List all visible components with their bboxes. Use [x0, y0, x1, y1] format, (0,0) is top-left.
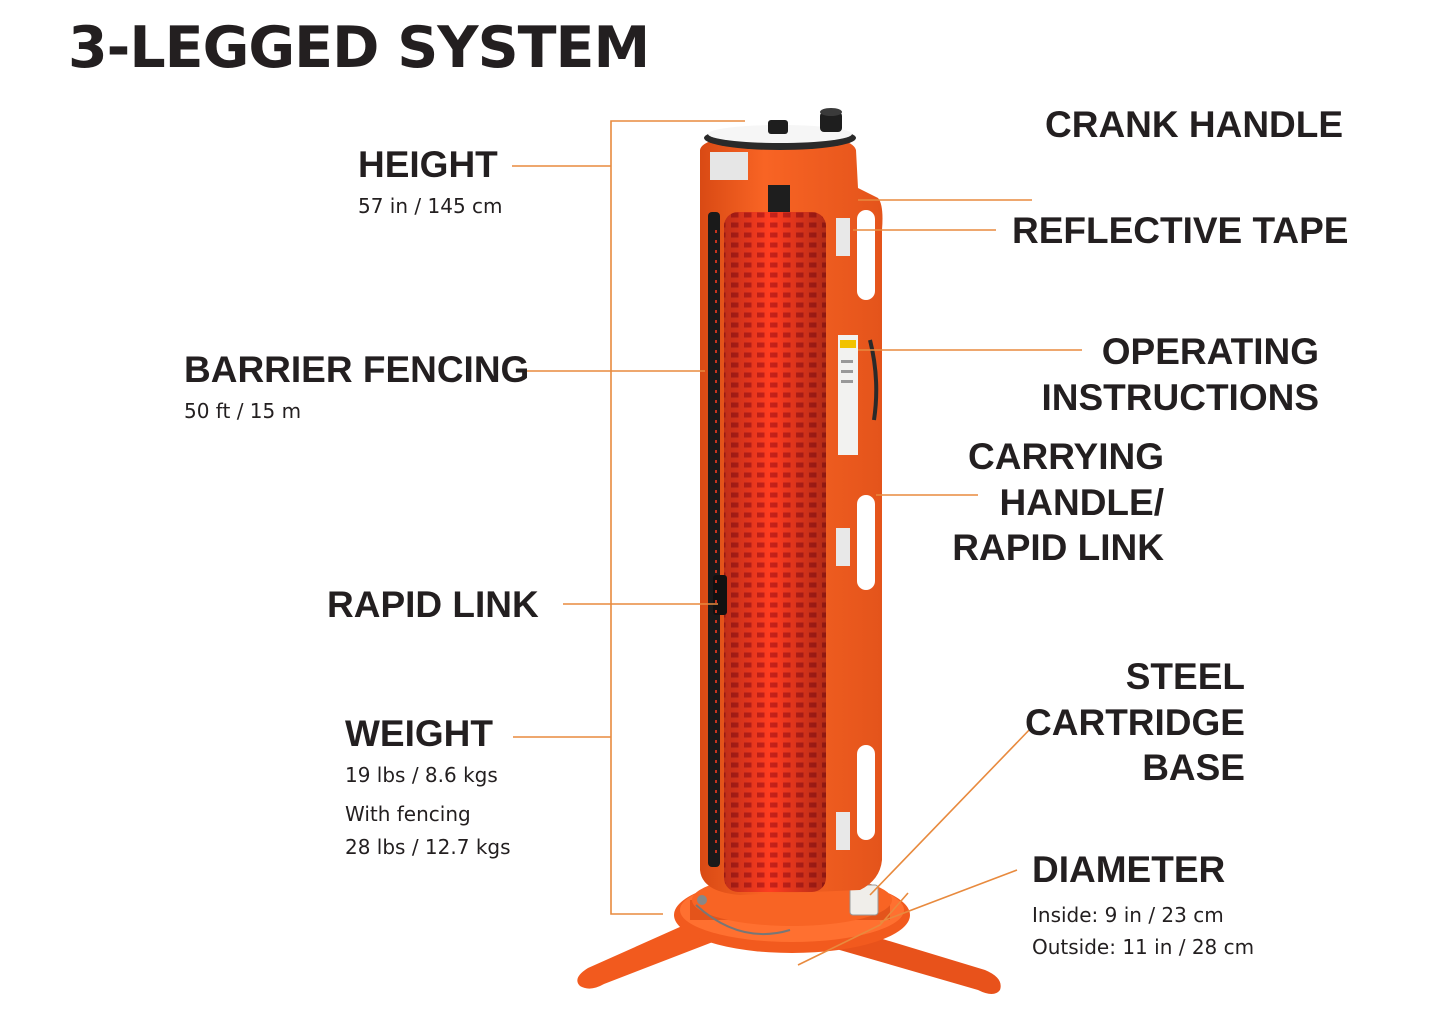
crank-handle-label: CRANK HANDLE	[1045, 104, 1344, 145]
carrying-handle-line3: RAPID LINK	[952, 527, 1164, 568]
handle-slot-mid	[857, 495, 875, 590]
callout-lines	[512, 120, 1082, 966]
steel-base-line3: BASE	[1142, 747, 1245, 788]
operating-instructions-label: OPERATING INSTRUCTIONS	[1042, 329, 1320, 420]
diameter-inside: Inside: 9 in / 23 cm	[1032, 903, 1224, 927]
operating-instructions-line2: INSTRUCTIONS	[1041, 376, 1320, 418]
barricade-product-image	[577, 108, 1001, 994]
rapid-link-rail	[708, 212, 720, 867]
handle-slot-bottom	[857, 745, 875, 840]
barrier-fencing-value: 50 ft / 15 m	[184, 399, 302, 423]
page-title: 3-LEGGED SYSTEM	[68, 15, 650, 81]
carrying-handle-line2: HANDLE/	[999, 481, 1164, 523]
steel-base-line2: CARTRIDGE	[1025, 701, 1245, 743]
carrying-handle-line1: CARRYING	[968, 436, 1164, 477]
steel-base-leader	[869, 726, 1033, 896]
crank-knob	[820, 112, 842, 132]
reflective-tape-3	[836, 812, 850, 850]
instructions-sticker	[838, 335, 858, 455]
weight-value: 19 lbs / 8.6 kgs	[345, 763, 498, 787]
reflective-tape-1	[836, 218, 850, 256]
rapid-link-label: RAPID LINK	[327, 584, 539, 625]
diameter-outside: Outside: 11 in / 28 cm	[1032, 935, 1255, 959]
operating-instructions-line1: OPERATING	[1101, 331, 1319, 372]
carrying-handle-label: CARRYING HANDLE/ RAPID LINK	[952, 434, 1164, 571]
handle-slot-top	[857, 210, 875, 300]
reflective-tape-top-left	[710, 152, 748, 180]
weight-with-fencing-value: 28 lbs / 12.7 kgs	[345, 835, 511, 859]
height-label: HEIGHT	[358, 144, 498, 185]
reflective-tape-label: REFLECTIVE TAPE	[1012, 210, 1349, 251]
diameter-leaders	[797, 869, 1018, 966]
height-value: 57 in / 145 cm	[358, 194, 503, 218]
left-leg	[577, 918, 718, 989]
steel-base-label: STEEL CARTRIDGE BASE	[1025, 654, 1245, 791]
steel-base-line1: STEEL	[1125, 656, 1245, 697]
weight-label: WEIGHT	[345, 713, 493, 754]
reflective-tape-2	[836, 528, 850, 566]
height-bracket	[610, 120, 745, 915]
weight-with-fencing-label: With fencing	[345, 802, 471, 826]
barrier-fencing-label: BARRIER FENCING	[184, 349, 530, 390]
diameter-label: DIAMETER	[1032, 849, 1226, 890]
